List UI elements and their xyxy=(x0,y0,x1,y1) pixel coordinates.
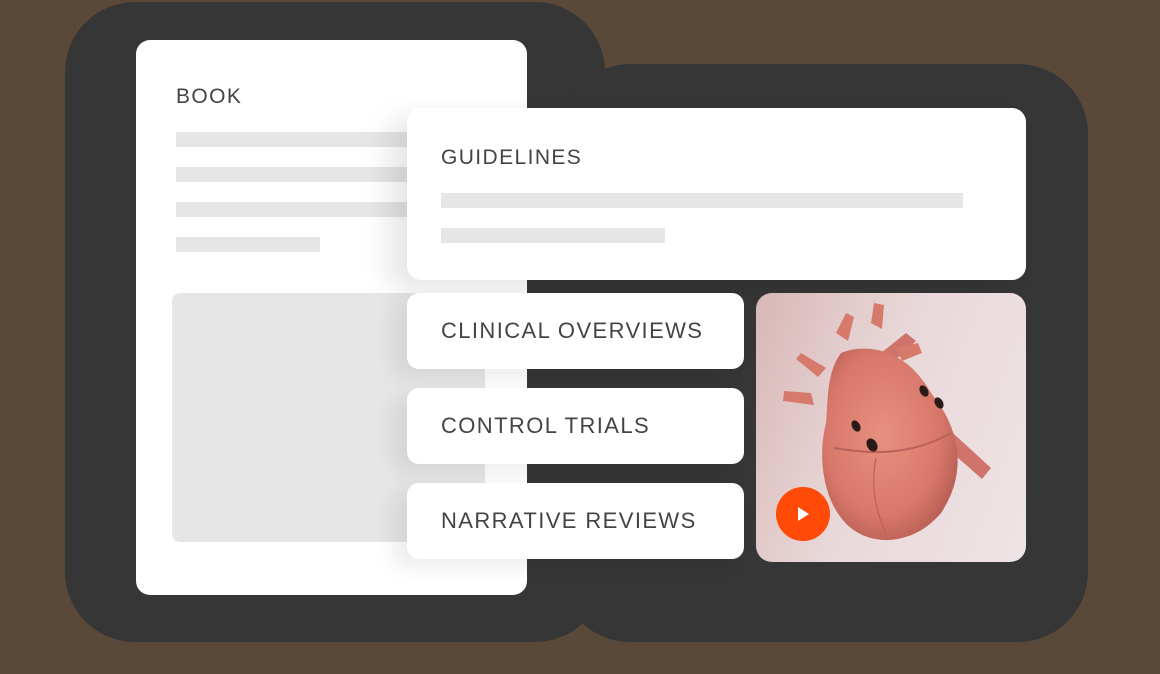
text-placeholder-line xyxy=(176,132,476,147)
tile-label: CLINICAL OVERVIEWS xyxy=(441,318,704,343)
heart-illustration xyxy=(783,303,991,540)
text-placeholder-line xyxy=(441,193,963,208)
clinical-overviews-tile[interactable]: CLINICAL OVERVIEWS xyxy=(407,293,744,369)
guidelines-title: GUIDELINES xyxy=(441,146,583,169)
play-button[interactable] xyxy=(776,487,830,541)
text-placeholder-line xyxy=(176,167,476,182)
text-placeholder-line xyxy=(176,237,320,252)
text-placeholder-line xyxy=(441,228,665,243)
heart-video-card[interactable] xyxy=(756,293,1026,562)
book-title: BOOK xyxy=(176,85,243,108)
text-placeholder-line xyxy=(176,202,476,217)
guidelines-card[interactable]: GUIDELINES xyxy=(407,108,1026,280)
narrative-reviews-tile[interactable]: NARRATIVE REVIEWS xyxy=(407,483,744,559)
tile-label: NARRATIVE REVIEWS xyxy=(441,508,697,533)
control-trials-tile[interactable]: CONTROL TRIALS xyxy=(407,388,744,464)
tile-label: CONTROL TRIALS xyxy=(441,413,651,438)
play-icon xyxy=(798,507,809,521)
